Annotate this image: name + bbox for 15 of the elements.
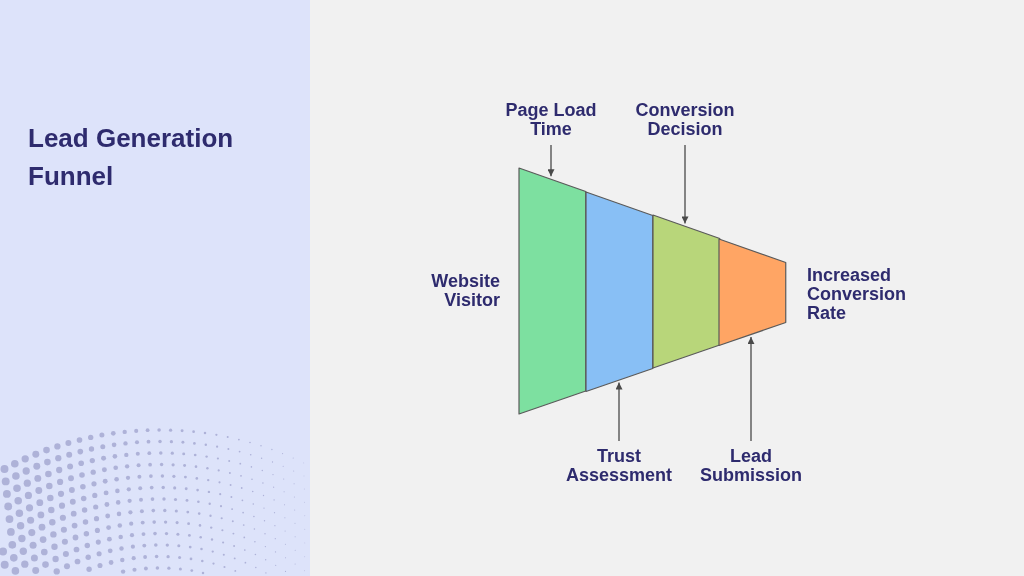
- stage-label: Website Visitor: [430, 272, 500, 310]
- funnel-segment: [719, 238, 786, 345]
- funnel-segment: [585, 191, 653, 391]
- leader-arrow: [681, 144, 689, 225]
- funnel-segment: [652, 215, 720, 368]
- leader-arrow: [747, 336, 755, 442]
- funnel-segment: [519, 168, 586, 414]
- stage-label: Page Load Time: [504, 101, 598, 139]
- diagram-title: Lead Generation Funnel: [28, 122, 235, 193]
- stage-label: Lead Submission: [698, 447, 804, 485]
- leader-arrow: [547, 144, 555, 177]
- leader-arrow: [615, 381, 623, 442]
- stage-label: Conversion Decision: [634, 101, 736, 139]
- stage-label: Increased Conversion Rate: [807, 266, 908, 323]
- stage-label: Trust Assessment: [564, 447, 674, 485]
